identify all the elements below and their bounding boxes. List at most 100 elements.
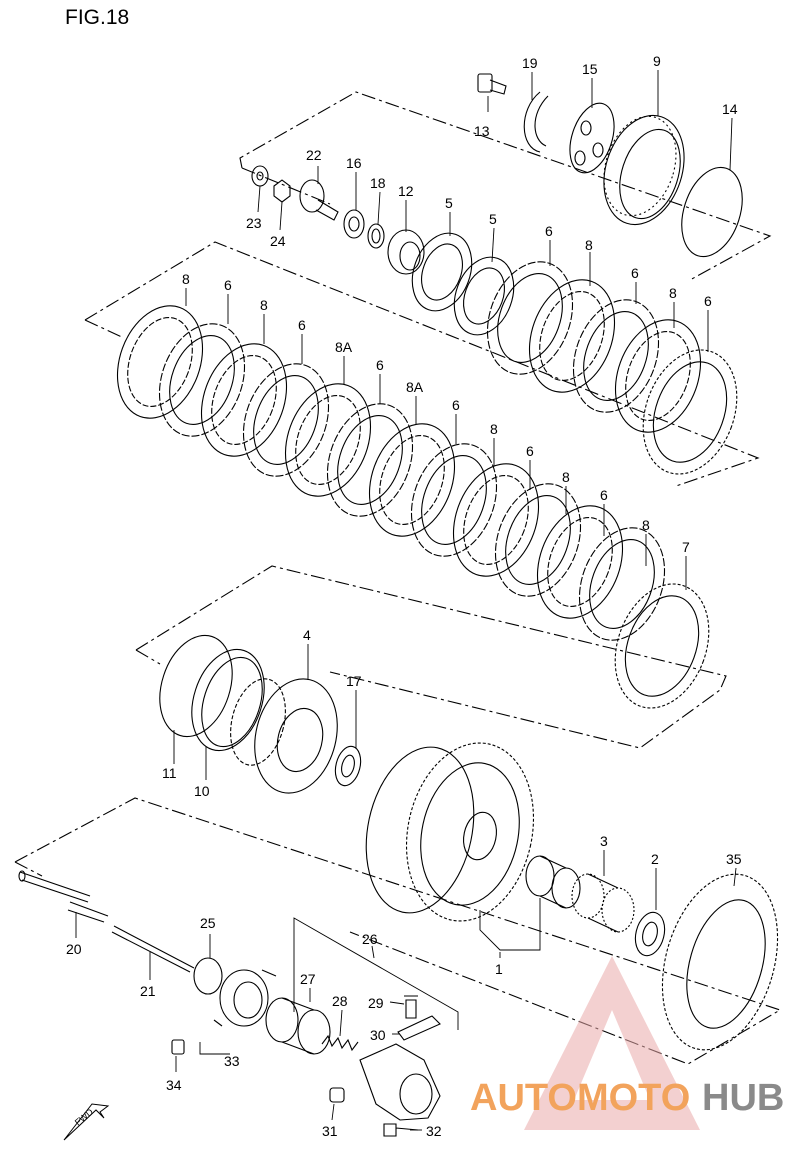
spring-seat-12	[387, 229, 425, 275]
group-outline-top	[239, 91, 772, 281]
callout-15: 15	[582, 61, 598, 77]
plate-5b	[453, 256, 515, 336]
watermark-text: AUTOMOTO HUB	[470, 1077, 784, 1119]
callout-6a: 6	[545, 223, 553, 239]
callout-4: 4	[303, 627, 311, 643]
callout-8f: 8	[562, 469, 570, 485]
pushrod-21	[111, 925, 195, 973]
callout-28: 28	[332, 993, 348, 1009]
callout-1: 1	[495, 961, 503, 977]
callout-12: 12	[398, 183, 414, 199]
watermark-logo	[524, 956, 700, 1130]
ring-11	[159, 634, 233, 738]
callout-6c: 6	[704, 293, 712, 309]
callout-16: 16	[346, 155, 362, 171]
callout-8b: 8	[669, 285, 677, 301]
callout-32: 32	[426, 1123, 442, 1139]
callout-25: 25	[200, 915, 216, 931]
callout-31: 31	[322, 1123, 338, 1139]
oil-seal-25	[193, 957, 223, 995]
plate-6-top-a	[486, 261, 574, 375]
plate-8-top-a	[528, 279, 616, 393]
callout-14: 14	[722, 101, 738, 117]
callout-13: 13	[474, 123, 490, 139]
callout-19: 19	[522, 55, 538, 71]
callout-6f: 6	[376, 357, 384, 373]
circlip-19	[523, 91, 549, 153]
release-plate-15	[569, 102, 615, 174]
callout-21: 21	[140, 983, 156, 999]
callout-5a: 5	[445, 195, 453, 211]
spring-28	[321, 1034, 359, 1052]
nut-24	[273, 179, 291, 203]
cover-33	[213, 969, 277, 1027]
callout-20: 20	[66, 941, 82, 957]
callout-3: 3	[600, 833, 608, 849]
ring-10	[191, 648, 265, 752]
screw-29	[404, 995, 418, 1019]
plate-6-top-b	[572, 299, 660, 413]
callout-8e: 8	[490, 421, 498, 437]
callout-24: 24	[270, 233, 286, 249]
callout-labels: 13 19 15 9 14 22 16 18 12 23 24 5 5 6 8 …	[66, 53, 742, 1139]
callout-8g: 8	[642, 517, 650, 533]
callout-30: 30	[370, 1027, 386, 1043]
callout-26: 26	[362, 931, 378, 947]
callout-6h: 6	[526, 443, 534, 459]
group-outline-bottom	[14, 797, 782, 1065]
callout-8A-2: 8A	[406, 379, 424, 395]
callout-17: 17	[346, 673, 362, 689]
plate-5a	[411, 232, 473, 312]
washer-2	[634, 911, 666, 957]
callout-18: 18	[370, 175, 386, 191]
starter-gear-35	[661, 873, 779, 1051]
callout-5b: 5	[489, 211, 497, 227]
callout-8a: 8	[585, 237, 593, 253]
plate-stack	[116, 305, 710, 709]
leader-lines	[75, 70, 737, 1131]
callout-10: 10	[194, 783, 210, 799]
clutch-housing-1	[365, 742, 535, 922]
clutch-hub-4	[230, 678, 338, 794]
washer-17	[334, 745, 362, 787]
spacer-sleeve	[525, 855, 581, 909]
callout-8c: 8	[182, 271, 190, 287]
pushrod-20	[18, 870, 109, 923]
callout-8A-1: 8A	[335, 339, 353, 355]
callout-7: 7	[682, 539, 690, 555]
friction-plate-6-end	[642, 349, 738, 475]
cap-31	[329, 1087, 345, 1103]
callout-11: 11	[162, 765, 177, 781]
callout-27: 27	[300, 971, 316, 987]
callout-9: 9	[653, 53, 661, 69]
bearing-16	[343, 209, 365, 239]
release-arm-26	[359, 1043, 441, 1121]
fwd-arrow-icon: FWD	[63, 1103, 110, 1141]
callout-34: 34	[166, 1077, 182, 1093]
callout-33: 33	[224, 1053, 240, 1069]
plate-8-top-b	[614, 319, 702, 433]
watermark-brand-a: AUTOMOTO	[470, 1077, 690, 1119]
pushrod-piece-22	[299, 179, 339, 221]
washer-23	[251, 165, 269, 187]
callout-6d: 6	[224, 277, 232, 293]
callout-29: 29	[368, 995, 384, 1011]
callout-2: 2	[651, 851, 659, 867]
callout-6i: 6	[600, 487, 608, 503]
callout-23: 23	[246, 215, 262, 231]
callout-22: 22	[306, 147, 322, 163]
group-outline-hub	[135, 565, 727, 749]
needle-bearing-3	[571, 873, 635, 933]
watermark-brand-b: HUB	[702, 1077, 784, 1119]
callout-8d: 8	[260, 297, 268, 313]
gasket-14	[681, 166, 743, 258]
bearing-9	[603, 114, 685, 226]
callout-6e: 6	[298, 317, 306, 333]
callout-35: 35	[726, 851, 742, 867]
washer-18	[367, 223, 385, 249]
callout-6g: 6	[452, 397, 460, 413]
bolt-13	[477, 73, 507, 95]
figure-title: FIG.18	[65, 6, 130, 29]
